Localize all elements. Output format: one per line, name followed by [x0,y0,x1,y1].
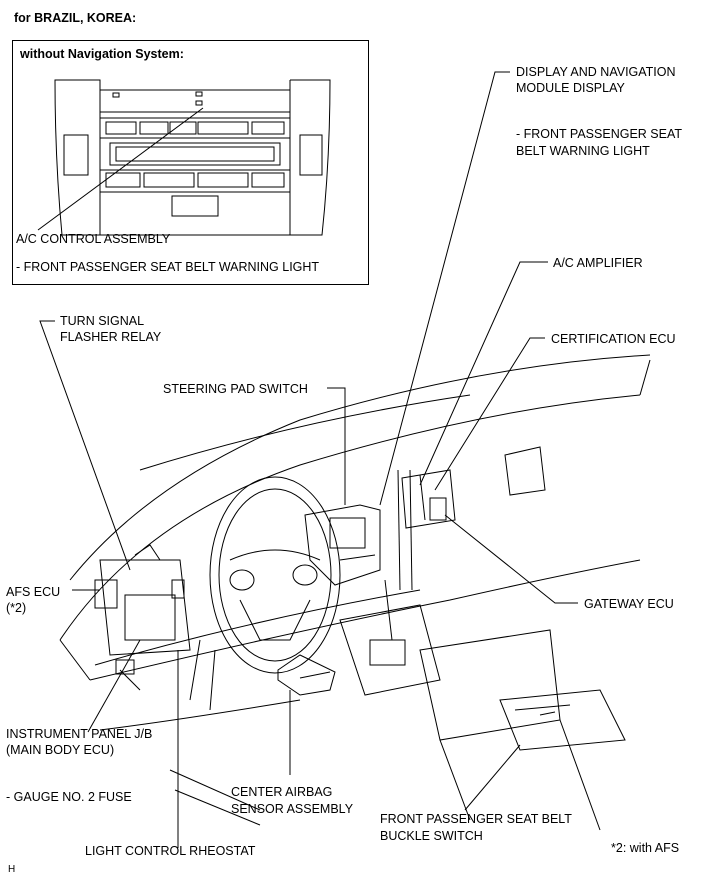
label-afs-ecu-line2: (*2) [6,601,27,615]
label-gateway-ecu: GATEWAY ECU [584,597,674,611]
label-turn-signal-line2: FLASHER RELAY [60,330,162,344]
ac-control-panel-drawing [54,79,331,236]
inset-component-label: A/C CONTROL ASSEMBLY [16,232,171,246]
leader-lines [37,71,578,848]
label-buckle-switch-line1: FRONT PASSENGER SEAT BELT [380,812,572,826]
inset-box-without-navigation [12,40,369,285]
inset-title: without Navigation System: [20,47,184,61]
label-ac-amplifier: A/C AMPLIFIER [553,256,643,270]
label-display-nav-line2: MODULE DISPLAY [516,81,625,95]
label-buckle-switch-line2: BUCKLE SWITCH [380,829,483,843]
label-display-nav-line1: DISPLAY AND NAVIGATION [516,65,676,79]
region-heading: for BRAZIL, KOREA: [14,11,137,25]
label-center-airbag-line1: CENTER AIRBAG [231,785,333,799]
footnote-afs: *2: with AFS [611,841,680,855]
label-afs-ecu-line1: AFS ECU [6,585,61,599]
label-steering-pad-switch: STEERING PAD SWITCH [163,382,308,396]
label-seat-warning-line1: - FRONT PASSENGER SEAT [516,127,682,141]
corner-code: H [8,864,16,875]
inset-sub-label: - FRONT PASSENGER SEAT BELT WARNING LIGH… [16,260,320,274]
label-center-airbag-line2: SENSOR ASSEMBLY [231,802,354,816]
label-light-control-rheostat: LIGHT CONTROL RHEOSTAT [85,844,256,858]
label-seat-warning-line2: BELT WARNING LIGHT [516,144,650,158]
dashboard-drawing [59,354,651,831]
label-certification-ecu: CERTIFICATION ECU [551,332,676,346]
label-instrument-panel-jb-line1: INSTRUMENT PANEL J/B [6,727,153,741]
label-instrument-panel-jb-line2: (MAIN BODY ECU) [6,743,115,757]
label-gauge-fuse: - GAUGE NO. 2 FUSE [6,790,132,804]
label-turn-signal-line1: TURN SIGNAL [60,314,145,328]
